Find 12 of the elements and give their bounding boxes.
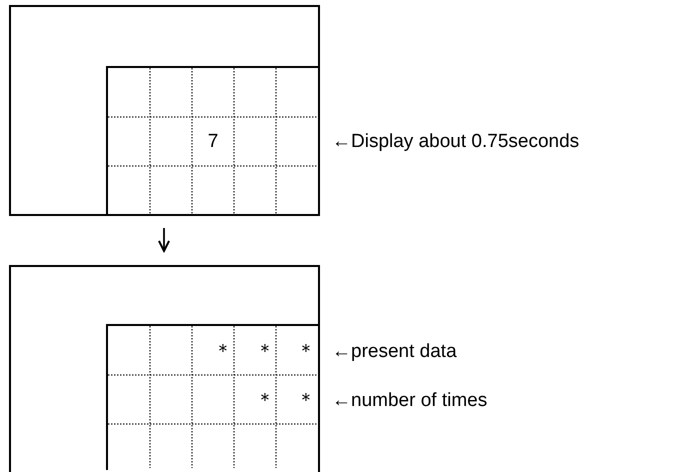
cell-value: ＊: [296, 341, 316, 363]
cell-value: ＊: [212, 341, 234, 363]
screen-frame: [9, 5, 320, 216]
annotation-text: ←present data: [332, 341, 457, 363]
screen-frame: [9, 265, 320, 472]
annotation-text: ←Display about 0.75seconds: [332, 131, 580, 153]
down-arrow: [158, 228, 170, 252]
cell-value: ＊: [296, 390, 316, 412]
cell-value: 7: [206, 131, 220, 153]
cell-value: ＊: [254, 341, 276, 363]
annotation-text: ←number of times: [332, 390, 488, 412]
cell-value: ＊: [254, 390, 276, 412]
